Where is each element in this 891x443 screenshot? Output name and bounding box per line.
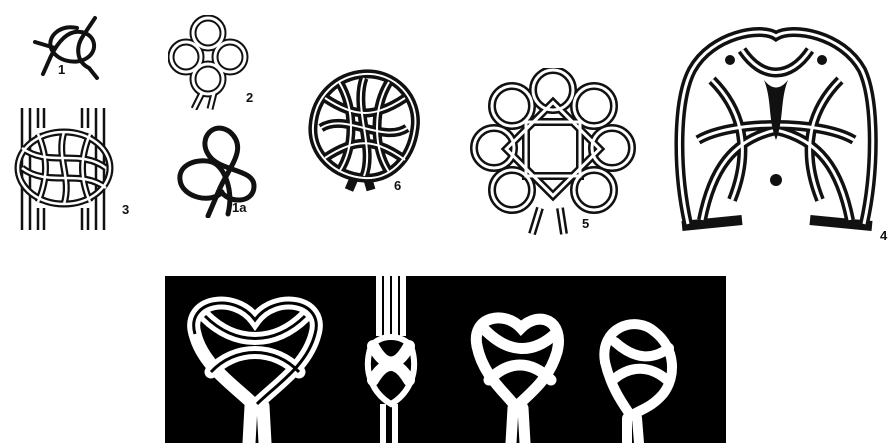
photo-knot-c: [476, 318, 558, 443]
label-fig4: 4: [880, 228, 887, 243]
label-fig2: 2: [246, 90, 253, 105]
knot-figure-3: [8, 108, 120, 230]
knot-figure-2: [168, 15, 250, 110]
knot-photo-panel: [165, 276, 726, 443]
label-fig6: 6: [394, 178, 401, 193]
knot-figure-1a: [168, 118, 268, 218]
knot-figure-4: [672, 20, 880, 242]
label-fig1: 1: [58, 62, 65, 77]
photo-knot-d: [604, 324, 672, 443]
label-fig1a: 1a: [232, 200, 246, 215]
label-fig3: 3: [122, 202, 129, 217]
knot-figure-1: [25, 12, 115, 82]
label-fig5: 5: [582, 216, 589, 231]
knot-figure-5: [470, 68, 636, 236]
knot-figure-6: [305, 68, 423, 192]
